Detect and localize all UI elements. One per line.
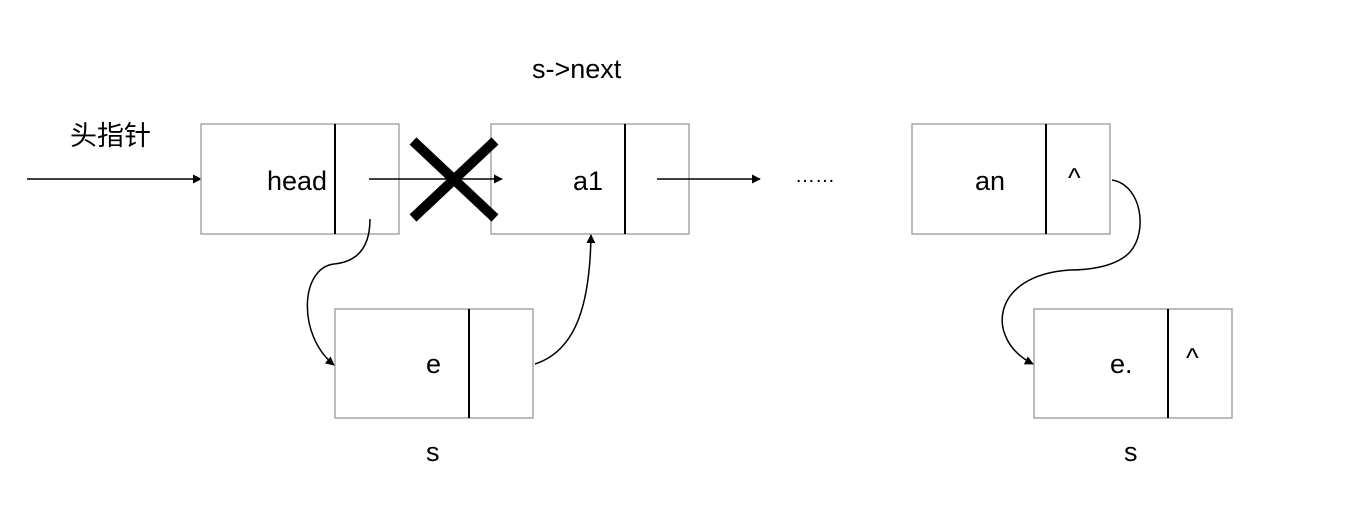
an-node: an ^ [911, 123, 1111, 235]
s-tail-node-data: e. [1110, 349, 1133, 379]
head-node: head [200, 123, 400, 235]
head-to-s-link [306, 218, 371, 366]
head-pointer-label: 头指针 [70, 121, 151, 152]
an-to-s-tail-link [1001, 179, 1141, 365]
an-node-null-pointer: ^ [1068, 163, 1081, 193]
s-tail-node: e. ^ s [1033, 308, 1233, 467]
s-middle-node-caption: s [426, 437, 440, 467]
head-node-box [200, 123, 400, 235]
removed-link-cross-icon [409, 137, 499, 222]
a1-node-data: a1 [573, 166, 603, 196]
head-node-data: head [267, 166, 327, 196]
s-next-label: s->next [532, 54, 622, 84]
s-to-a1-link [534, 234, 596, 365]
s-tail-node-caption: s [1124, 437, 1138, 467]
s-middle-node-data: e [426, 349, 441, 379]
s-tail-node-null-pointer: ^ [1186, 343, 1199, 373]
an-node-data: an [975, 166, 1005, 196]
s-middle-node: e s [334, 308, 534, 467]
s-tail-node-box [1033, 308, 1233, 419]
ellipsis: …… [795, 165, 835, 187]
an-node-box [911, 123, 1111, 235]
s-middle-node-box [334, 308, 534, 419]
